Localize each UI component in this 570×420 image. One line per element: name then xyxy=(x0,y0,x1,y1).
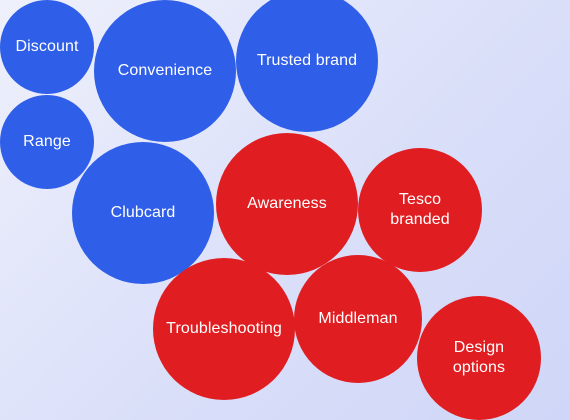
bubble-middleman: Middleman xyxy=(294,255,422,383)
bubble-design-options: Design options xyxy=(417,296,541,420)
bubble-clubcard: Clubcard xyxy=(72,142,214,284)
bubble-label: Design options xyxy=(452,339,506,376)
bubble-convenience: Convenience xyxy=(94,0,236,142)
bubble-label: Middleman xyxy=(318,310,398,327)
bubble-label: Trusted brand xyxy=(256,52,358,69)
bubble-label: Clubcard xyxy=(110,204,176,221)
bubble-awareness: Awareness xyxy=(216,133,358,275)
bubble-troubleshooting: Troubleshooting xyxy=(153,258,295,400)
bubble-label: Discount xyxy=(15,38,79,55)
bubble-trusted-brand: Trusted brand xyxy=(236,0,378,132)
bubble-tesco-branded: Tesco branded xyxy=(358,148,482,272)
bubble-label: Convenience xyxy=(117,62,213,79)
bubble-label: Troubleshooting xyxy=(166,320,282,337)
bubble-label: Range xyxy=(23,133,71,150)
bubble-range: Range xyxy=(0,95,94,189)
bubble-label: Tesco branded xyxy=(390,191,450,228)
bubble-label: Awareness xyxy=(247,195,327,212)
bubble-discount: Discount xyxy=(0,0,94,94)
